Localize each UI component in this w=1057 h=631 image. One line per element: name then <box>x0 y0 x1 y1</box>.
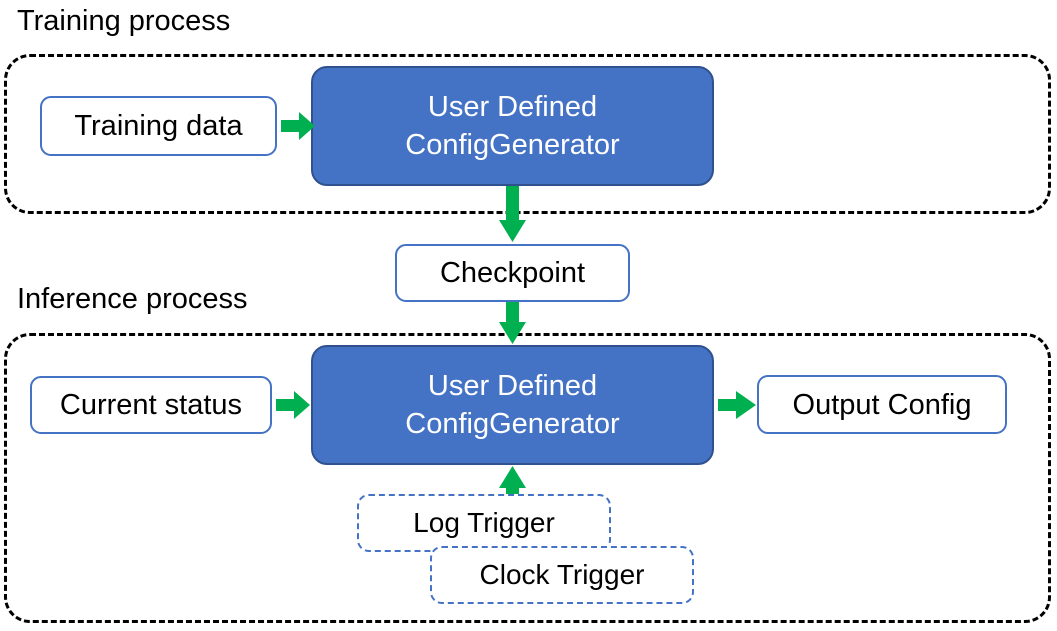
node-checkpoint[interactable]: Checkpoint <box>395 244 630 302</box>
node-train-config-generator-line1: User Defined <box>427 91 598 123</box>
inference-process-container <box>4 333 1051 623</box>
training-process-title: Training process <box>17 5 231 37</box>
node-clock-trigger[interactable]: Clock Trigger <box>430 546 694 604</box>
node-output-config[interactable]: Output Config <box>757 375 1007 434</box>
node-infer-config-generator-line1: User Defined <box>427 370 598 402</box>
node-log-trigger-label: Log Trigger <box>413 507 555 538</box>
node-train-config-generator[interactable]: User Defined ConfigGenerator <box>311 66 714 186</box>
node-current-status-label: Current status <box>59 389 243 421</box>
node-output-config-label: Output Config <box>792 388 972 421</box>
training-process-container <box>4 54 1051 214</box>
node-infer-config-generator[interactable]: User Defined ConfigGenerator <box>311 345 714 465</box>
node-training-data-label: Training data <box>74 110 243 142</box>
node-checkpoint-label: Checkpoint <box>439 257 586 289</box>
node-train-config-generator-line2: ConfigGenerator <box>405 129 620 161</box>
node-current-status[interactable]: Current status <box>30 376 272 434</box>
node-clock-trigger-label: Clock Trigger <box>479 559 645 590</box>
inference-process-title: Inference process <box>17 283 248 315</box>
node-infer-config-generator-line2: ConfigGenerator <box>405 408 620 440</box>
node-log-trigger[interactable]: Log Trigger <box>357 494 611 552</box>
node-training-data[interactable]: Training data <box>40 96 277 156</box>
